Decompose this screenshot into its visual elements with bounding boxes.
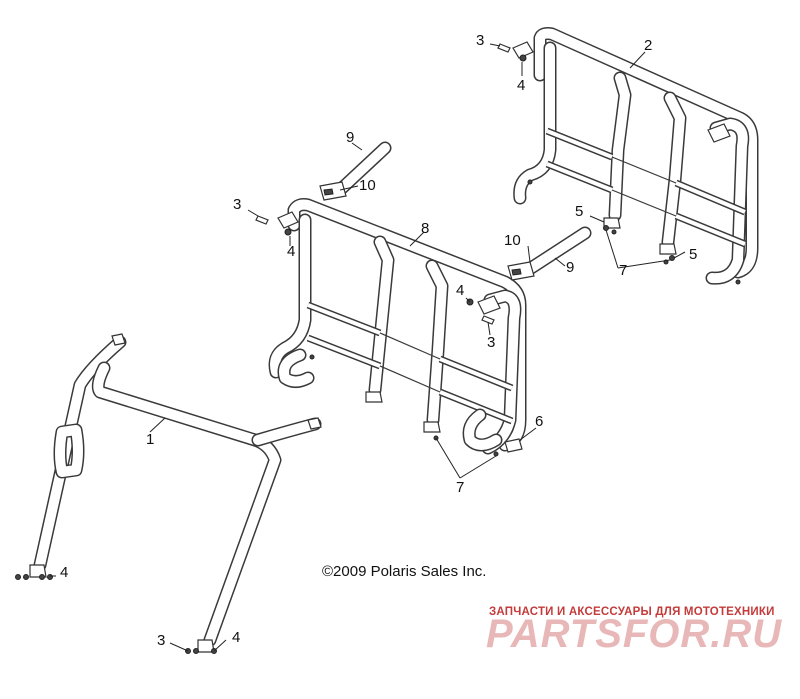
rear-foot-mid [603,217,621,229]
mid-right-clamp [477,295,501,315]
callout-9-lower: 9 [566,259,575,276]
watermark-tagline: ЗАПЧАСТИ И АКСЕССУАРЫ ДЛЯ МОТОТЕХНИКИ [489,606,775,618]
callout-3-front-right: 3 [157,632,166,649]
mid-bracket-6 [504,438,523,453]
callout-2: 2 [644,37,653,54]
copyright-text: ©2009 Polaris Sales Inc. [322,563,487,580]
callout-3-mid-right: 3 [487,334,496,351]
leader-lines [50,43,686,652]
mid-left-clamp [277,211,299,229]
callout-7-rear: 7 [619,262,628,279]
callout-3-mid-left: 3 [233,196,242,213]
callout-6: 6 [535,413,544,430]
rear-right-clamp [707,123,731,143]
rear-foot-right [659,243,677,255]
callout-4-mid-right: 4 [456,282,465,299]
callout-4-mid-left: 4 [287,243,296,260]
callout-4-front-left: 4 [60,564,69,581]
callout-8: 8 [421,220,430,237]
callout-7-mid: 7 [456,479,465,496]
callout-5-a: 5 [575,203,584,220]
rear-left-clamp [512,41,534,59]
mid-foot-left [365,391,383,403]
middle-cage-frame [268,198,527,455]
rear-cage-frame [512,27,759,285]
callout-5-b: 5 [689,246,698,263]
callout-4-front-right: 4 [232,629,241,646]
callout-9-upper: 9 [346,129,355,146]
callout-3-rear: 3 [476,32,485,49]
watermark-brand-logo: PARTSFOR.RU [486,612,783,656]
front-cage-frame [29,333,322,653]
hardware [15,43,741,654]
brace-bar-lower [507,226,592,281]
callout-10-lower: 10 [504,232,521,249]
brace-bar-upper [319,141,392,201]
callout-10-upper: 10 [359,177,376,194]
callout-4-rear: 4 [517,77,526,94]
callout-1: 1 [146,431,155,448]
mid-foot-right [423,421,441,433]
